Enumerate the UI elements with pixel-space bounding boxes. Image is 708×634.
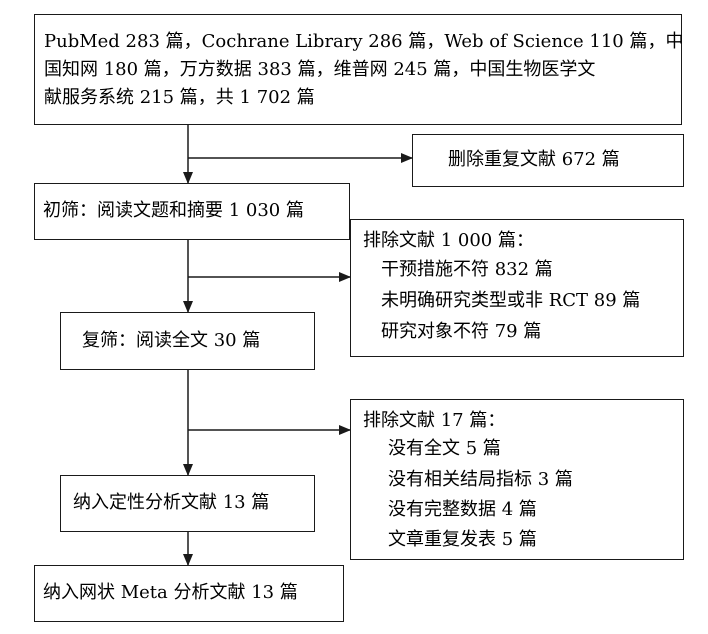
sources-line-1: PubMed 283 篇，Cochrane Library 286 篇，Web … [44, 31, 684, 52]
screening1-box: 初筛：阅读文题和摘要 1 030 篇 [34, 183, 350, 240]
qualitative-box: 纳入定性分析文献 13 篇 [60, 475, 315, 532]
exclusion1-title: 排除文献 1 000 篇： [363, 230, 534, 251]
exclusion2-item: 文章重复发表 5 篇 [388, 529, 537, 550]
exclusion2-item: 没有全文 5 篇 [388, 438, 501, 459]
screening1-label: 初筛：阅读文题和摘要 1 030 篇 [43, 200, 304, 221]
exclusion1-box: 排除文献 1 000 篇： 干预措施不符 832 篇 未明确研究类型或非 RCT… [350, 219, 684, 357]
sources-box: PubMed 283 篇，Cochrane Library 286 篇，Web … [34, 14, 684, 125]
network-meta-label: 纳入网状 Meta 分析文献 13 篇 [43, 582, 298, 603]
exclusion2-title: 排除文献 17 篇： [363, 410, 506, 431]
exclusion2-box: 排除文献 17 篇： 没有全文 5 篇 没有相关结局指标 3 篇 没有完整数据 … [350, 399, 684, 560]
sources-line-3: 献服务系统 215 篇，共 1 702 篇 [44, 87, 315, 108]
exclusion1-item: 干预措施不符 832 篇 [381, 259, 553, 280]
exclusion1-item: 未明确研究类型或非 RCT 89 篇 [381, 290, 641, 311]
qualitative-label: 纳入定性分析文献 13 篇 [73, 492, 270, 513]
duplicates-label: 删除重复文献 672 篇 [448, 149, 620, 170]
duplicates-box: 删除重复文献 672 篇 [412, 134, 684, 187]
exclusion2-item: 没有相关结局指标 3 篇 [388, 469, 573, 490]
exclusion2-item: 没有完整数据 4 篇 [388, 499, 537, 520]
screening2-label: 复筛：阅读全文 30 篇 [82, 330, 261, 351]
screening2-box: 复筛：阅读全文 30 篇 [60, 312, 315, 370]
network-meta-box: 纳入网状 Meta 分析文献 13 篇 [34, 565, 344, 622]
exclusion1-item: 研究对象不符 79 篇 [381, 321, 542, 342]
sources-line-2: 国知网 180 篇，万方数据 383 篇，维普网 245 篇，中国生物医学文 [44, 59, 596, 80]
